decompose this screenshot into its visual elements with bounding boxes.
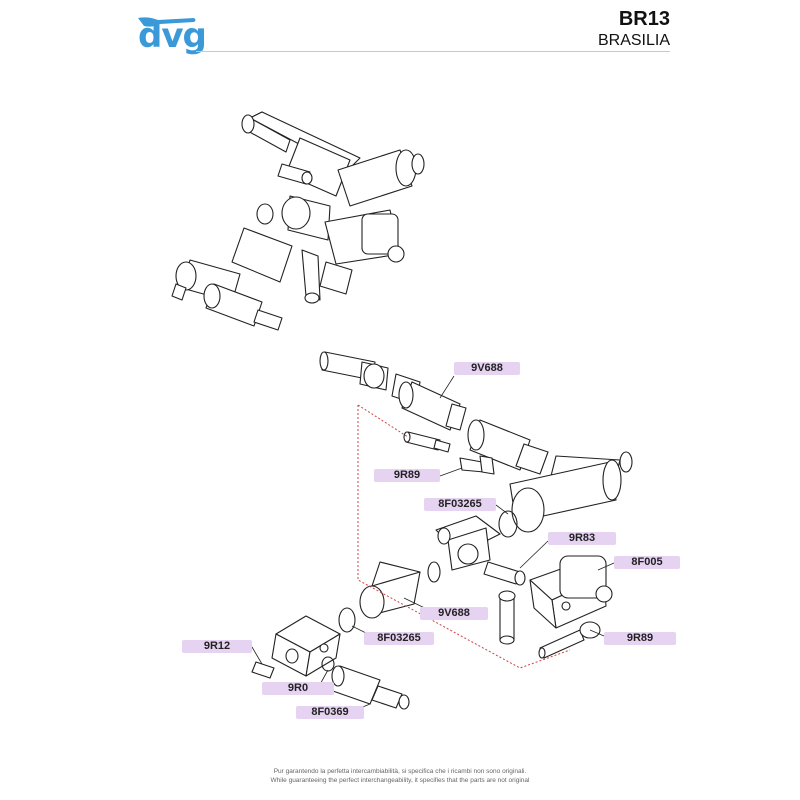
assembly-guide-lines — [357, 404, 571, 669]
part-label-9v688-upper: 9V688 — [454, 362, 520, 375]
machine-model: BRASILIA — [597, 32, 670, 49]
brand-logo: dvg — [138, 16, 207, 56]
exploded-parts-view — [251, 351, 633, 710]
part-label-8f0369: 8F0369 — [296, 706, 364, 719]
header-divider — [196, 51, 670, 52]
part-label-9r89-left: 9R89 — [374, 469, 440, 482]
disclaimer-english: While guaranteeing the perfect interchan… — [270, 777, 530, 784]
part-label-9r12: 9R12 — [182, 640, 252, 653]
part-label-8f03265-upper: 8F03265 — [424, 498, 496, 511]
part-label-9v688-lower: 9V688 — [420, 607, 488, 620]
assembled-manifold-view — [171, 111, 425, 331]
part-label-8f005: 8F005 — [614, 556, 680, 569]
part-label-9r89-right: 9R89 — [604, 632, 676, 645]
part-label-8f03265-lower: 8F03265 — [364, 632, 434, 645]
part-label-9r83: 9R83 — [548, 532, 616, 545]
product-code: BR13 — [618, 8, 670, 30]
part-label-9r0: 9R0 — [262, 682, 334, 695]
logo-icon — [138, 17, 196, 27]
disclaimer-italian: Pur garantendo la perfetta intercambiabi… — [273, 768, 527, 775]
